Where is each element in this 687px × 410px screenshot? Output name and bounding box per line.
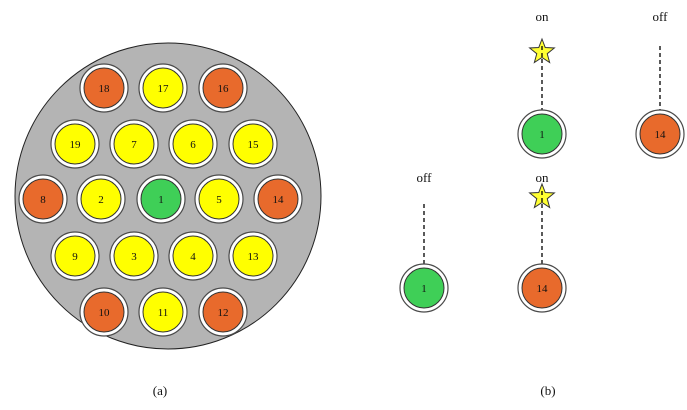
rod-2: 2: [76, 174, 126, 224]
rod-16: 16: [198, 63, 248, 113]
rod-core: [80, 178, 122, 220]
rod-label: 11: [158, 307, 169, 319]
rod-label: 5: [216, 194, 222, 206]
state-label: off: [417, 170, 433, 185]
rod-core: [142, 67, 184, 109]
case-rod-14: 14: [517, 263, 567, 313]
rod-18: 18: [79, 63, 129, 113]
rod-core: [521, 113, 563, 155]
rod-10: 10: [79, 287, 129, 337]
rod-label: 13: [248, 251, 260, 263]
rod-core: [232, 235, 274, 277]
rod-core: [403, 267, 445, 309]
rod-core: [54, 235, 96, 277]
rod-core: [202, 291, 244, 333]
rod-core: [54, 123, 96, 165]
rod-label: 1: [539, 129, 545, 141]
rod-label: 17: [158, 83, 170, 95]
rod-label: 9: [72, 251, 78, 263]
rod-core: [172, 123, 214, 165]
rod-core: [172, 235, 214, 277]
rod-label: 2: [98, 194, 104, 206]
rod-15: 15: [228, 119, 278, 169]
case-on-rod-14: on 14: [517, 170, 567, 313]
rod-label: 1: [421, 283, 427, 295]
rod-core: [140, 178, 182, 220]
rod-core: [521, 267, 563, 309]
rod-core: [232, 123, 274, 165]
rod-core: [202, 67, 244, 109]
case-off-rod-14: off 14: [635, 9, 685, 159]
rod-12: 12: [198, 287, 248, 337]
state-label: on: [536, 170, 550, 185]
rod-core: [639, 113, 681, 155]
rod-label: 12: [218, 307, 229, 319]
star-icon: [528, 37, 556, 64]
rod-label: 14: [655, 129, 667, 141]
rod-label: 8: [40, 194, 46, 206]
rod-label: 4: [190, 251, 196, 263]
rod-6: 6: [168, 119, 218, 169]
rod-9: 9: [50, 231, 100, 281]
rod-3: 3: [109, 231, 159, 281]
panel-b: on 1 off 14 off 1 on 14 (b): [399, 9, 685, 398]
rod-1: 1: [136, 174, 186, 224]
rod-core: [113, 123, 155, 165]
rod-5: 5: [194, 174, 244, 224]
state-label: on: [536, 9, 550, 24]
rod-label: 18: [99, 83, 111, 95]
rod-core: [198, 178, 240, 220]
caption-a: (a): [153, 383, 167, 398]
rod-label: 16: [218, 83, 230, 95]
rod-core: [113, 235, 155, 277]
rod-label: 1: [158, 194, 164, 206]
rod-core: [83, 291, 125, 333]
rod-8: 8: [18, 174, 68, 224]
rod-17: 17: [138, 63, 188, 113]
caption-b: (b): [540, 383, 555, 398]
rod-4: 4: [168, 231, 218, 281]
rod-core: [142, 291, 184, 333]
case-rod-14: 14: [635, 109, 685, 159]
case-rod-1: 1: [517, 109, 567, 159]
rod-13: 13: [228, 231, 278, 281]
rod-19: 19: [50, 119, 100, 169]
case-off-rod-1: off 1: [399, 170, 449, 313]
rod-core: [83, 67, 125, 109]
rod-label: 6: [190, 139, 196, 151]
rod-label: 3: [131, 251, 137, 263]
rod-core: [22, 178, 64, 220]
case-on-rod-1: on 1: [517, 9, 567, 159]
rod-label: 19: [70, 139, 82, 151]
star-icon: [528, 182, 556, 209]
rod-core: [257, 178, 299, 220]
rod-7: 7: [109, 119, 159, 169]
rod-label: 7: [131, 139, 137, 151]
case-rod-1: 1: [399, 263, 449, 313]
rod-11: 11: [138, 287, 188, 337]
rod-label: 10: [99, 307, 111, 319]
state-label: off: [653, 9, 669, 24]
rod-14: 14: [253, 174, 303, 224]
rod-label: 14: [537, 283, 549, 295]
rod-label: 14: [273, 194, 285, 206]
rod-label: 15: [248, 139, 260, 151]
